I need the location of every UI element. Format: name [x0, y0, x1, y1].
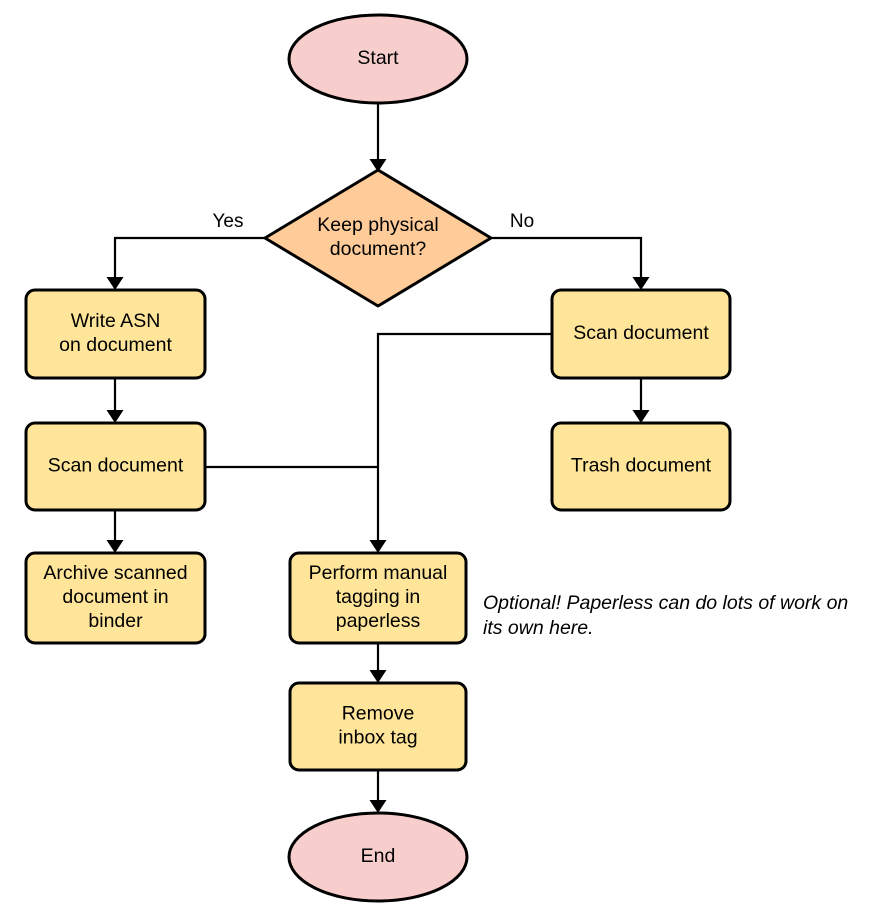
- annotations-layer: Optional! Paperless can do lots of work …: [483, 592, 848, 639]
- node-label: Start: [357, 47, 399, 69]
- edge-path: [113, 236, 265, 284]
- edge-arrowhead-icon: [632, 410, 650, 423]
- decision-shape: [263, 168, 493, 308]
- process-shape: [24, 421, 207, 512]
- edge-label: Yes: [213, 211, 244, 232]
- edge-decision-yes-to-write-asn: Yes: [106, 211, 265, 290]
- node-label: tagging in: [336, 586, 421, 608]
- edge-tagging-to-remove-inbox-tag: [369, 643, 387, 683]
- terminator-shape: [287, 13, 469, 105]
- annotation-optional-note: Optional! Paperless can do lots of work …: [483, 592, 848, 639]
- node-scan-document-left: Scan document: [24, 421, 207, 512]
- node-label: Write ASN: [71, 310, 161, 332]
- edge-arrowhead-icon: [106, 540, 124, 553]
- edge-path: [491, 236, 643, 284]
- edge-arrowhead-icon: [369, 800, 387, 813]
- node-label: Scan document: [573, 322, 709, 344]
- edge-arrowhead-icon: [369, 159, 387, 172]
- node-scan-document-right: Scan document: [550, 288, 732, 380]
- edge-scan-document-left-to-archive: [106, 510, 124, 553]
- annotation-line: its own here.: [483, 617, 594, 639]
- node-trash-document: Trash document: [550, 421, 732, 512]
- node-label: Trash document: [571, 455, 712, 477]
- edges-layer: Yes No: [106, 103, 650, 813]
- node-label: on document: [59, 334, 172, 356]
- node-label: inbox tag: [338, 727, 417, 749]
- edge-decision-no-to-scan-document-right: No: [491, 211, 650, 290]
- edge-arrowhead-icon: [106, 410, 124, 423]
- node-label: document?: [330, 238, 427, 260]
- edge-remove-inbox-tag-to-end: [369, 770, 387, 813]
- edge-write-asn-to-scan-document-left: [106, 378, 124, 423]
- node-end: End: [287, 811, 469, 903]
- node-label: paperless: [336, 610, 421, 632]
- annotation-line: Optional! Paperless can do lots of work …: [483, 592, 848, 614]
- edge-label: No: [510, 211, 534, 232]
- node-label: Scan document: [48, 455, 184, 477]
- process-shape: [288, 681, 468, 772]
- terminator-shape: [287, 811, 469, 903]
- edge-arrowhead-icon: [369, 670, 387, 683]
- node-start: Start: [287, 13, 469, 105]
- node-label: document in: [62, 586, 168, 608]
- edge-scan-document-right-to-tagging: [369, 332, 552, 553]
- process-shape: [550, 421, 732, 512]
- edge-arrowhead-icon: [106, 277, 124, 290]
- node-label: binder: [88, 610, 143, 632]
- edge-scan-document-right-to-trash: [632, 378, 650, 423]
- process-shape: [288, 551, 468, 645]
- edge-path: [376, 332, 552, 547]
- process-shape: [24, 551, 207, 645]
- edge-start-to-decision: [369, 103, 387, 172]
- node-label: End: [361, 845, 396, 867]
- node-label: Archive scanned: [43, 562, 187, 584]
- process-shape: [550, 288, 732, 380]
- edge-arrowhead-icon: [632, 277, 650, 290]
- node-label: Remove: [342, 703, 415, 725]
- process-shape: [24, 288, 207, 380]
- edge-arrowhead-icon: [369, 540, 387, 553]
- node-label: Perform manual: [309, 562, 448, 584]
- node-label: Keep physical: [317, 214, 438, 236]
